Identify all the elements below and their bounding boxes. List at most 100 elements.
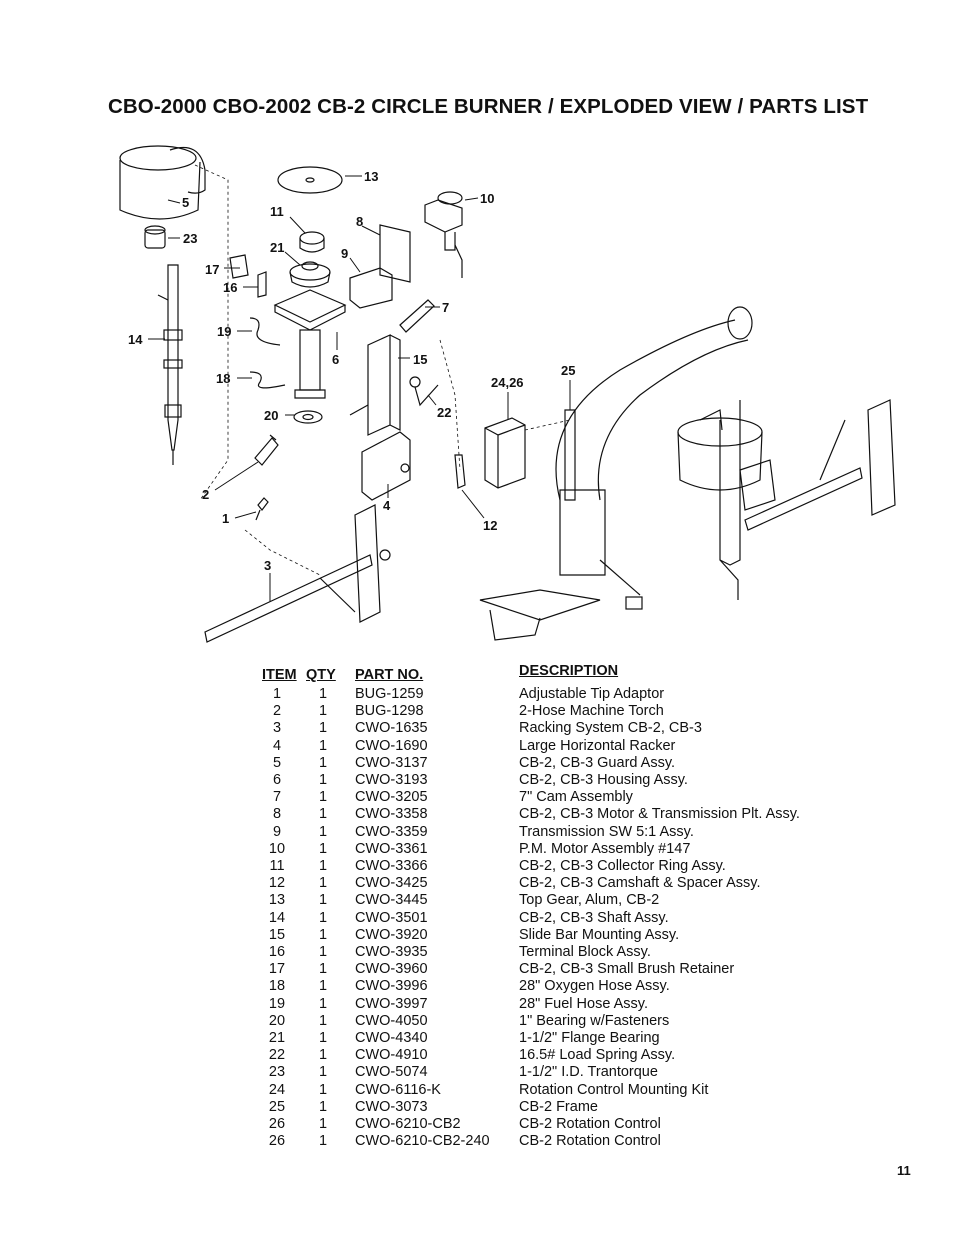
callout: 10 <box>480 191 494 206</box>
callout: 19 <box>217 324 231 339</box>
qty-cell: 1 <box>318 686 328 702</box>
part-number-cell: CWO-3935 <box>355 944 428 960</box>
page-number: 11 <box>897 1163 911 1178</box>
qty-cell: 1 <box>318 926 328 943</box>
qty-cell: 1 <box>318 961 328 978</box>
part-number-cell: CWO-1690 <box>355 737 428 754</box>
part-number-cell: CWO-3960 <box>355 961 428 978</box>
qty-cell: 1 <box>318 1116 328 1132</box>
item-cell: 2 <box>272 703 282 720</box>
qty-cell: 1 <box>318 892 328 909</box>
motor-plate-part <box>379 224 411 283</box>
top-gear-part <box>277 166 343 194</box>
column-header-part-no: PART NO. <box>355 667 424 683</box>
motor-part <box>424 191 463 278</box>
callout: 8 <box>356 214 363 229</box>
part-number-cell: CWO-3193 <box>355 772 428 788</box>
callout: 18 <box>216 371 230 386</box>
callout: 4 <box>383 498 391 513</box>
column-header-description: DESCRIPTION <box>519 663 619 679</box>
qty-cell: 1 <box>318 840 328 857</box>
description-cell: Terminal Block Assy. <box>519 944 651 960</box>
part-number-cell: CWO-3996 <box>355 978 428 995</box>
part-number-cell: CWO-3425 <box>355 875 428 892</box>
item-cell: 11 <box>269 858 285 874</box>
callout: 6 <box>332 352 339 367</box>
part-number-cell: CWO-3361 <box>355 840 428 857</box>
description-cell: CB-2, CB-3 Small Brush Retainer <box>519 961 735 978</box>
callout: 22 <box>437 405 451 420</box>
part-number-cell: BUG-1259 <box>355 686 424 702</box>
page-title: CBO-2000 CBO-2002 CB-2 CIRCLE BURNER / E… <box>108 95 869 118</box>
collector-ring-part <box>299 231 325 253</box>
item-cell: 9 <box>272 823 282 840</box>
part-number-cell: CWO-3366 <box>355 858 428 874</box>
item-cell: 13 <box>268 892 286 909</box>
part-number-cell: CWO-6116-K <box>355 1081 441 1098</box>
item-cell: 8 <box>272 806 282 823</box>
description-cell: Adjustable Tip Adaptor <box>519 686 665 702</box>
qty-cell: 1 <box>318 875 328 892</box>
qty-cell: 1 <box>318 1047 328 1064</box>
callout: 15 <box>413 352 427 367</box>
item-cell: 5 <box>272 754 282 771</box>
qty-cell: 1 <box>318 1081 328 1098</box>
part-number-cell: CWO-3997 <box>355 995 428 1012</box>
callout: 11 <box>270 204 284 219</box>
item-cell: 12 <box>268 875 286 892</box>
shaft-part <box>157 264 183 465</box>
assembled-burner <box>677 399 896 600</box>
callout: 2 <box>202 487 209 502</box>
callout: 20 <box>264 408 278 423</box>
item-cell: 20 <box>268 1012 286 1029</box>
item-cell: 23 <box>268 1064 286 1081</box>
description-cell: Large Horizontal Racker <box>519 737 676 754</box>
part-number-cell: CWO-3073 <box>355 1098 428 1115</box>
part-number-cell: CWO-6210-CB2-240 <box>355 1133 490 1150</box>
qty-cell: 1 <box>318 772 328 788</box>
torch-part <box>254 434 279 521</box>
description-cell: CB-2 Rotation Control <box>519 1116 661 1132</box>
description-cell: CB-2, CB-3 Guard Assy. <box>519 754 676 771</box>
part-number-cell: CWO-3358 <box>355 806 428 823</box>
table-row: 1 1 BUG-1259 Adjustable Tip Adaptor <box>258 686 858 703</box>
callout: 17 <box>205 262 219 277</box>
exploded-view-diagram: 13 10 5 11 8 23 21 9 17 16 7 19 14 6 15 … <box>119 145 896 643</box>
description-cell: 1-1/2" Flange Bearing <box>519 1030 660 1046</box>
description-cell: Rotation Control Mounting Kit <box>519 1081 709 1098</box>
part-number-cell: CWO-3920 <box>355 926 428 943</box>
camshaft-part <box>454 454 466 489</box>
description-cell: 7" Cam Assembly <box>519 789 633 806</box>
trantorque-part <box>144 225 166 249</box>
bearing-part <box>293 410 323 424</box>
item-cell: 1 <box>272 686 282 702</box>
item-cell: 19 <box>268 995 286 1012</box>
description-cell: CB-2, CB-3 Camshaft & Spacer Assy. <box>519 875 761 892</box>
qty-cell: 1 <box>318 1012 328 1029</box>
description-cell: Top Gear, Alum, CB-2 <box>519 892 660 909</box>
guard-part <box>119 145 206 220</box>
item-cell: 10 <box>268 840 286 857</box>
item-cell: 21 <box>268 1030 286 1046</box>
qty-cell: 1 <box>318 789 328 806</box>
table-row: 12 1 CWO-3425 CB-2, CB-3 Camshaft & Spacer … <box>258 875 858 892</box>
description-cell: CB-2, CB-3 Shaft Assy. <box>519 909 669 926</box>
callout: 3 <box>264 558 271 573</box>
qty-cell: 1 <box>318 720 328 737</box>
item-cell: 16 <box>268 944 286 960</box>
callout: 12 <box>483 518 497 533</box>
cam-part <box>399 299 435 333</box>
qty-cell: 1 <box>318 1064 328 1081</box>
load-spring-part <box>409 376 439 407</box>
transmission-part <box>349 267 393 309</box>
item-cell: 25 <box>268 1098 286 1115</box>
item-cell: 26 <box>268 1116 286 1132</box>
description-cell: CB-2, CB-3 Motor & Transmission Plt. Ass… <box>519 806 800 823</box>
